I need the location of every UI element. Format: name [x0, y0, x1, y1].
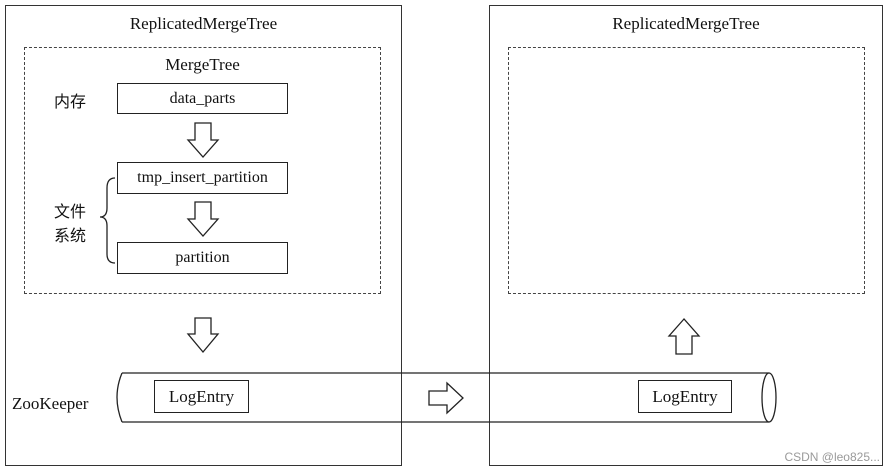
down-arrow-icon	[186, 122, 220, 158]
tmp-insert-partition-box: tmp_insert_partition	[117, 162, 288, 194]
partition-box: partition	[117, 242, 288, 274]
down-arrow-icon	[186, 317, 220, 354]
right-mergetree-region	[508, 47, 865, 294]
mergetree-title: MergeTree	[165, 55, 240, 74]
data-parts-box: data_parts	[117, 83, 288, 114]
up-arrow-icon	[667, 318, 701, 355]
log-entry-left-box: LogEntry	[154, 380, 249, 413]
right-arrow-icon	[428, 381, 464, 415]
left-panel-title: ReplicatedMergeTree	[129, 14, 278, 33]
filesystem-label-line2: 系统	[54, 226, 87, 245]
memory-label: 内存	[54, 92, 87, 111]
filesystem-brace	[99, 177, 116, 264]
filesystem-label-line1: 文件	[54, 202, 87, 221]
down-arrow-icon	[186, 201, 220, 237]
zookeeper-label: ZooKeeper	[12, 394, 89, 413]
mergetree-region	[24, 47, 381, 294]
zookeeper-pipe-left-end	[116, 372, 123, 423]
right-panel-title: ReplicatedMergeTree	[612, 14, 760, 33]
watermark: CSDN @leo825...	[784, 450, 880, 464]
zookeeper-pipe-right-end	[761, 372, 777, 423]
log-entry-right-box: LogEntry	[638, 380, 732, 413]
zookeeper-pipe	[122, 372, 769, 423]
